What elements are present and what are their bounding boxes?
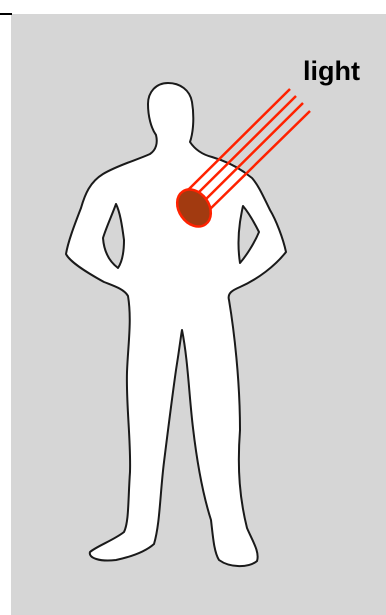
human-figure-silhouette (66, 83, 286, 566)
light-label: light (303, 56, 360, 86)
